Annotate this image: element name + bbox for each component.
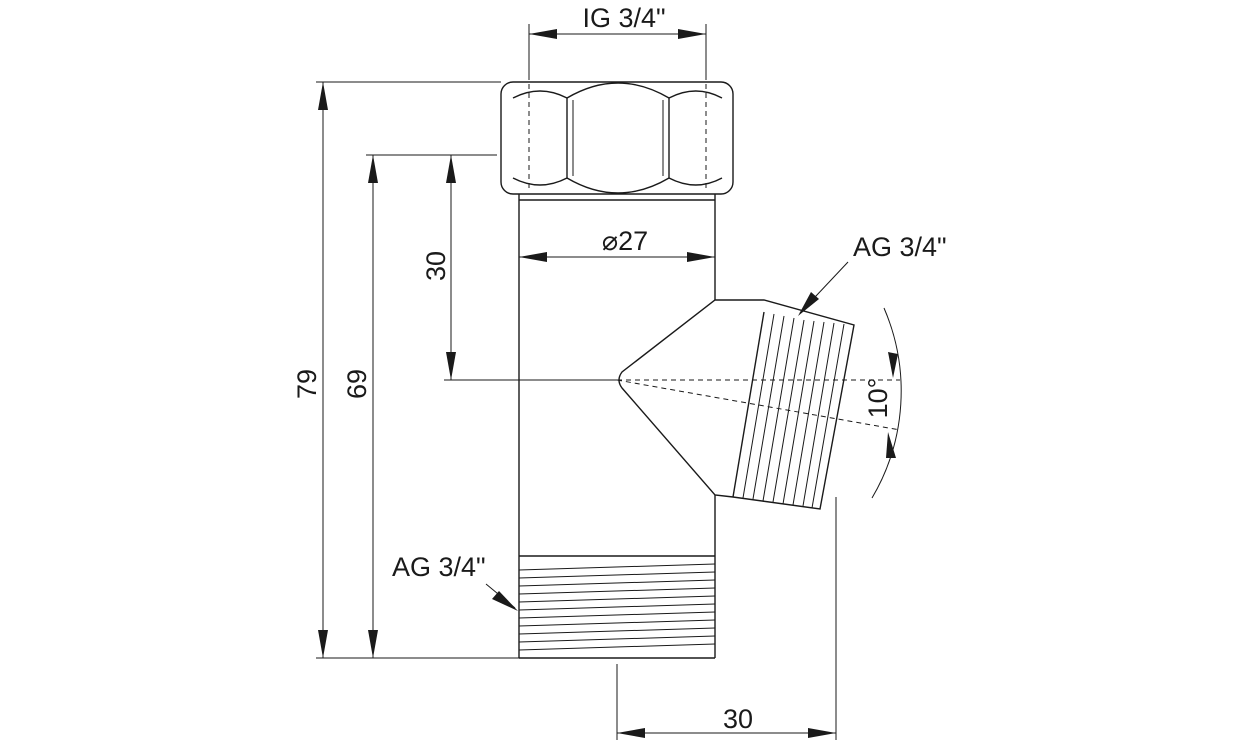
label-height-outlet: 69	[342, 369, 372, 399]
bottom-thread	[518, 555, 716, 651]
dim-top-thread	[528, 24, 707, 80]
label-angle: 10°	[863, 378, 893, 419]
label-bottom-thread: AG 3/4"	[392, 552, 486, 582]
side-outlet	[618, 299, 855, 510]
dim-angle	[871, 307, 902, 499]
dim-height-total	[316, 81, 519, 659]
leader-side-thread	[798, 261, 849, 316]
label-diameter: ⌀27	[602, 226, 648, 256]
dim-height-outlet	[366, 154, 497, 658]
label-top-thread: IG 3/4"	[582, 3, 665, 33]
dim-outlet-offset	[616, 497, 837, 740]
label-height-total: 79	[292, 369, 322, 399]
dim-nut-to-axis	[446, 155, 456, 380]
dim-diameter	[519, 252, 715, 262]
label-outlet-offset: 30	[723, 704, 753, 734]
hex-nut	[500, 81, 734, 195]
valve-body	[518, 194, 716, 659]
leader-bottom-thread	[485, 583, 518, 611]
centre-lines	[444, 379, 901, 431]
label-nut-to-axis: 30	[421, 251, 451, 281]
label-side-thread: AG 3/4"	[853, 232, 947, 262]
